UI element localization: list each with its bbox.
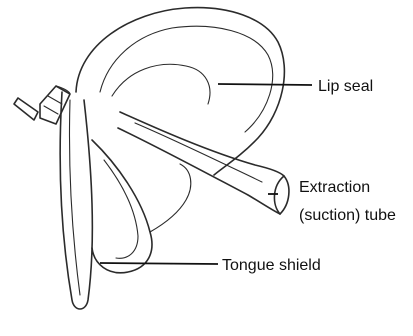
lip-seal-outline xyxy=(76,8,284,175)
shield-shaft xyxy=(60,92,92,309)
extraction-tube-label-line2: (suction) tube xyxy=(299,207,396,224)
lip-seal-label: Lip seal xyxy=(318,78,373,95)
tongue-shield-label: Tongue shield xyxy=(222,257,321,274)
connector-collar xyxy=(44,86,70,114)
extraction-tube-label-line1: Extraction xyxy=(299,179,370,196)
shield-shaft-edge xyxy=(69,100,80,295)
extraction-tube-upper-edge xyxy=(120,112,284,176)
tongue-shield-bulge xyxy=(150,164,191,232)
lip-seal-fold xyxy=(112,64,210,104)
extraction-tube-end xyxy=(274,176,289,214)
tongue-shield-outline xyxy=(92,140,152,273)
tongue-shield-leader xyxy=(100,263,218,264)
lip-seal-leader xyxy=(218,84,312,85)
